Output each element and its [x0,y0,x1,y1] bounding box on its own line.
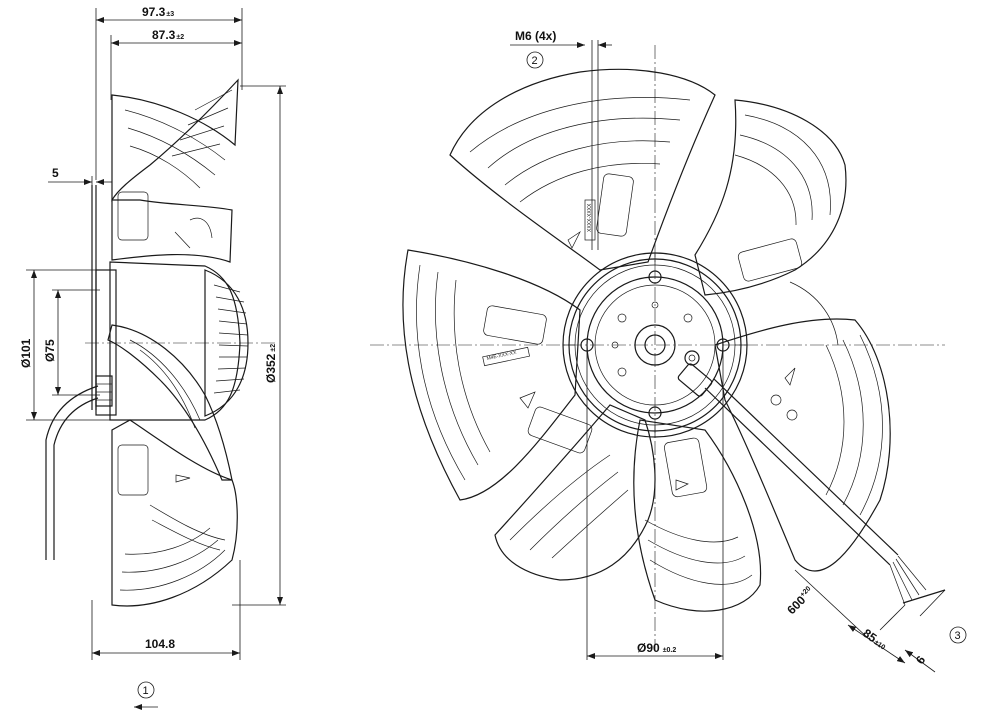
callout-cable-circle [949,626,967,644]
base-width-label: 104.8 [145,637,175,651]
strip-length-label: 85±10 [860,626,889,652]
callout-airflow-circle [137,681,155,699]
callout-thread-circle [526,51,544,69]
callout-airflow-label: 1 [143,685,149,697]
rotor-depth-label: 87.3±2 [152,28,184,42]
thread-label: M6 (4x) [515,29,556,43]
diameter-352-label: Ø352±2 [264,344,278,383]
hub-diameter-label: Ø90±0.2 [637,641,676,655]
wire-strip-label: 6 [913,653,928,667]
hub-label-b: M4E-XXX-XX [486,350,518,362]
overall-depth-label: 97.3±3 [142,5,174,19]
callout-cable-label: 3 [955,630,961,642]
callout-thread-label: 2 [532,55,538,67]
diameter-75-label: Ø75 [43,339,57,362]
flange-offset-label: 5 [52,166,59,180]
front-view-dimensions: M6 (4x) 2 Ø90±0.2 600+20 85±10 6 3 [510,29,967,673]
hub-label-a: XXXX-XXXX [587,203,593,232]
cable-length-label: 600+20 [784,585,817,618]
side-view-dimensions: 97.3±3 87.3±2 5 Ø101 Ø75 Ø352±2 104.8 1 [19,5,286,710]
diameter-101-label: Ø101 [19,338,33,368]
side-view [45,78,275,607]
front-view: XXXX-XXXX M4E-XXX-XX [370,45,946,650]
